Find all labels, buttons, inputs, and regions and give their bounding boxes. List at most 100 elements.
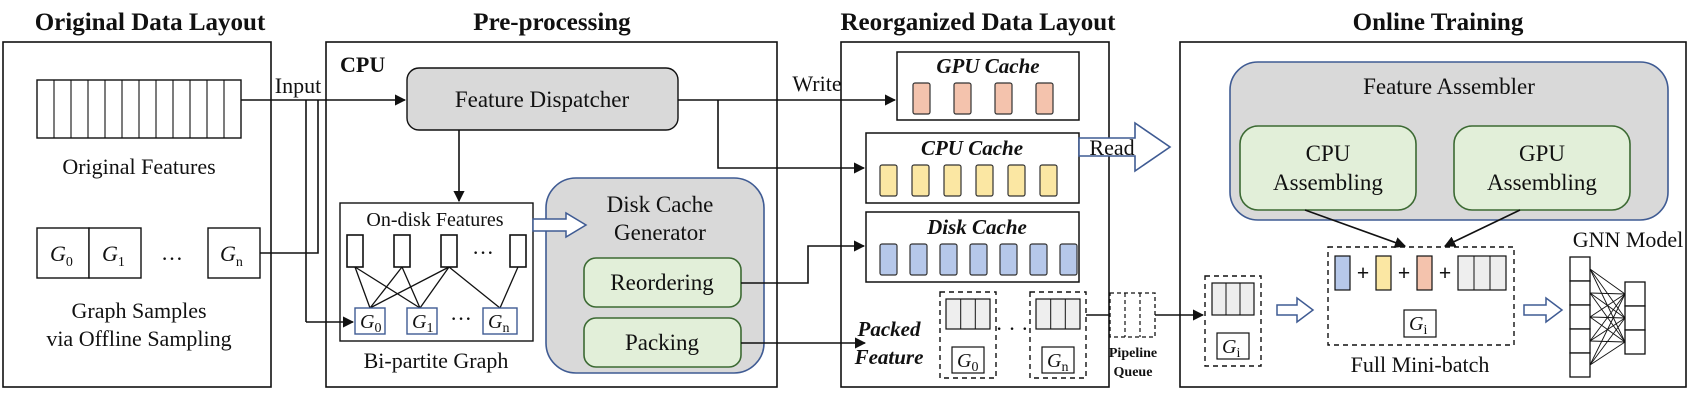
reordering-label: Reordering (610, 270, 714, 295)
gpu-assembling-line1: GPU (1519, 141, 1565, 166)
cache-cell (909, 243, 928, 276)
minibatch-to-gnn-arrow (1523, 296, 1564, 324)
bipartite-gn: Gn (488, 311, 509, 336)
loaded-packed-gi (1204, 275, 1262, 367)
cache-cell (999, 243, 1018, 276)
cache-cell (879, 164, 898, 197)
bipartite-edges (354, 266, 519, 309)
section-title-original: Original Data Layout (35, 9, 266, 36)
gnn-edge (1589, 268, 1626, 295)
pipeline-queue (1109, 292, 1156, 338)
graph-sample-g0: G0 (50, 241, 73, 270)
feature-assembler-label: Feature Assembler (1363, 74, 1535, 99)
packed-feature-gn (1029, 291, 1087, 379)
gnn-model-label: GNN Model (1573, 227, 1684, 252)
on-disk-to-generator-arrow (532, 211, 588, 239)
packed-feature-line1: Packed (857, 317, 921, 341)
cache-cell (1029, 243, 1048, 276)
gnn-input-node (1569, 280, 1591, 306)
cpu-cache-cells (879, 164, 1058, 197)
cache-cell (1059, 243, 1078, 276)
cpu-assembling-box (1239, 125, 1417, 211)
gnn-edge (1589, 293, 1626, 342)
feature-dispatcher-label: Feature Dispatcher (455, 87, 630, 112)
gpu-assembling-box (1453, 125, 1631, 211)
cache-cell (912, 82, 931, 115)
input-label: Input (275, 73, 321, 98)
graph-sample-dots: … (161, 240, 183, 265)
cache-cell (879, 243, 898, 276)
cache-cell (943, 164, 962, 197)
graph-samples-label-line1: Graph Samples (71, 298, 206, 323)
gnn-input-node (1569, 352, 1591, 378)
cache-cell (1007, 164, 1026, 197)
gnn-edge (1589, 341, 1626, 366)
cache-cell (1035, 82, 1054, 115)
bipartite-top-nodes (346, 234, 527, 268)
pipeline-queue-line2: Queue (1114, 365, 1153, 380)
gpu-assembling-line2: Assembling (1487, 170, 1597, 195)
packing-label: Packing (625, 330, 700, 355)
cpu-label: CPU (340, 52, 385, 77)
loaded-gi-label: Gi (1222, 336, 1240, 361)
bipartite-graph-label: Bi-partite Graph (364, 348, 509, 373)
disk-cache-cells (879, 243, 1078, 276)
packed-feature-g0 (939, 291, 997, 379)
gi-to-minibatch-arrow (1276, 296, 1315, 324)
cpu-assembling-edge (1304, 209, 1407, 248)
section-title-reorganized: Reorganized Data Layout (841, 9, 1117, 36)
cache-cell (911, 164, 930, 197)
cpu-assembling-line1: CPU (1306, 141, 1351, 166)
bipartite-g0: G0 (360, 311, 381, 336)
packed-feature-line2: Feature (854, 345, 924, 369)
gnn-edge (1589, 292, 1626, 295)
minibatch-gi-label: Gi (1409, 313, 1427, 338)
cache-cell (975, 164, 994, 197)
cache-cell (994, 82, 1013, 115)
packed-gn-label: Gn (1047, 350, 1068, 375)
plus-2: + (1398, 260, 1411, 285)
section-title-preprocessing: Pre-processing (473, 9, 631, 36)
graph-samples-label-line2: via Offline Sampling (46, 326, 231, 351)
read-label: Read (1089, 135, 1134, 160)
graph-samples-edge (260, 100, 319, 254)
original-features-array (36, 79, 242, 139)
reordering-to-disk-cache-edge (741, 240, 866, 284)
gpu-assembling-edge (1443, 209, 1521, 247)
disk-cache-label: Disk Cache (926, 215, 1027, 239)
bipartite-g1: G1 (412, 311, 433, 336)
plus-1: + (1357, 260, 1370, 285)
cache-cell (969, 243, 988, 276)
dispatcher-to-cpu-cache-edge (717, 100, 866, 174)
gnn-edge (1589, 293, 1626, 318)
graph-samples-array (36, 227, 261, 279)
feature-dispatcher-box (406, 67, 679, 131)
cpu-assembling-line2: Assembling (1273, 170, 1383, 195)
bipartite-bottom-dots: ··· (450, 306, 472, 331)
cache-cell (1039, 164, 1058, 197)
full-minibatch-label: Full Mini-batch (1351, 352, 1490, 377)
gnn-edge (1589, 317, 1626, 366)
packed-g0-label: G0 (957, 350, 978, 375)
full-minibatch-box (1327, 246, 1515, 346)
bipartite-bottom-nodes (354, 307, 518, 335)
disk-cache-generator-line2: Generator (614, 220, 706, 245)
cache-cell (939, 243, 958, 276)
gnn-output-node (1624, 329, 1646, 355)
disk-cache-generator-line1: Disk Cache (607, 192, 714, 217)
gnn-edge (1589, 293, 1626, 366)
read-arrow (1078, 121, 1172, 173)
plus-3: + (1439, 260, 1452, 285)
on-disk-dots: ··· (472, 240, 494, 265)
gpu-cache-cells (912, 82, 1054, 115)
gnn-output-node (1624, 281, 1646, 307)
gnn-model-network (1569, 256, 1646, 378)
cache-cell (953, 82, 972, 115)
gnn-input-node (1569, 304, 1591, 330)
section-title-online: Online Training (1353, 9, 1524, 36)
write-label: Write (792, 71, 841, 96)
gnn-output-node (1624, 305, 1646, 331)
on-disk-features-label: On-disk Features (366, 209, 503, 231)
